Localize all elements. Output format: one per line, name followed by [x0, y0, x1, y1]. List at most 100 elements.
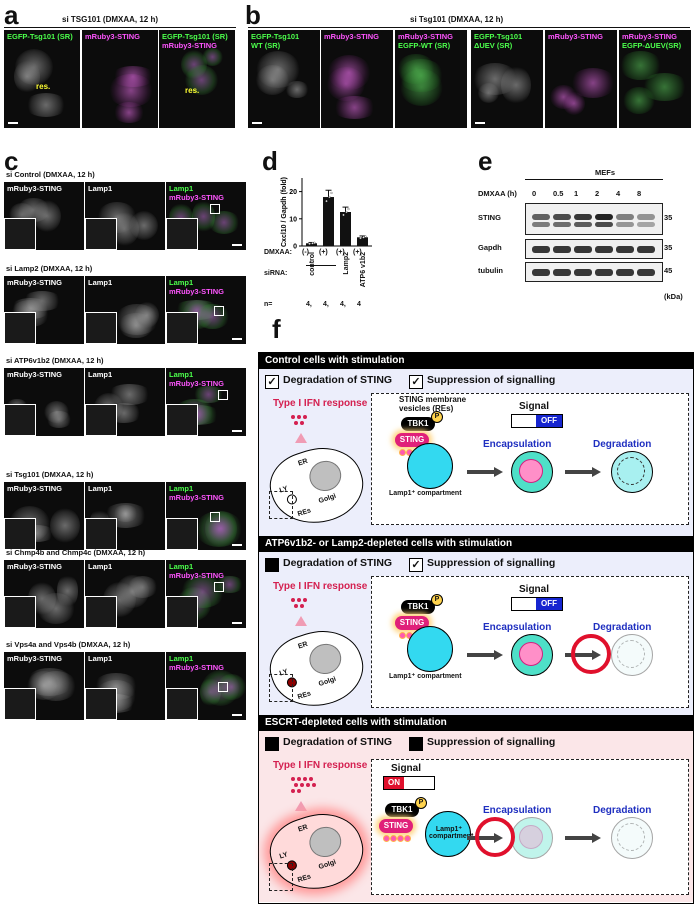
e-blot — [525, 262, 663, 282]
d-bar — [323, 197, 334, 246]
check-icon: ✓ — [409, 375, 423, 389]
golgi-label: Golgi — [317, 492, 338, 505]
zoom-box — [214, 306, 224, 316]
cell-blob — [106, 383, 152, 405]
cell-blob — [135, 302, 160, 328]
d-y-tick-label: 10 — [289, 216, 297, 223]
compartment-label: Lamp1⁺ compartment — [429, 826, 474, 840]
res-label: REs — [296, 507, 313, 519]
tile-label: mRuby3-STING — [622, 32, 678, 41]
d-point — [328, 195, 331, 199]
cell-blob — [332, 95, 378, 120]
e-band — [553, 245, 571, 253]
ifn-dot — [291, 789, 295, 793]
cell-blob — [194, 303, 231, 329]
f-section-header-text: ESCRT-depleted cells with stimulation — [265, 717, 447, 728]
e-band — [574, 245, 592, 253]
scale-bar — [232, 544, 242, 546]
signal-label: Signal — [519, 584, 550, 595]
tbk1-badge: TBK1 — [401, 417, 435, 431]
tile-label: mRuby3-STING — [85, 32, 141, 41]
f-suppression-label: Suppression of signalling — [427, 557, 556, 569]
e-band — [553, 268, 571, 276]
tile-label: mRuby3-STING — [7, 484, 63, 493]
golgi-label: Golgi — [317, 858, 338, 871]
tile-label-2: mRuby3-STING — [169, 193, 225, 202]
f-degradation-label: Degradation of STING — [283, 736, 393, 748]
panel-c-tile: Lamp1 — [85, 482, 165, 550]
tile-label-2: mRuby3-STING — [169, 571, 225, 580]
tile-label: Lamp1 — [169, 370, 194, 379]
inset-image — [166, 312, 198, 344]
phospho-icon: P — [415, 797, 427, 809]
inset-image — [85, 404, 117, 436]
res-label: REs — [296, 873, 313, 885]
panel-c-row-title: si Vps4a and Vps4b (DMXAA, 12 h) — [6, 640, 131, 649]
e-row-label: STING — [478, 213, 501, 222]
pink-arrow-icon — [295, 616, 307, 626]
e-dmxaa-label: DMXAA (h) — [478, 189, 517, 198]
d-point — [347, 207, 350, 211]
cell-blob — [398, 58, 444, 93]
ifn-dot — [303, 777, 307, 781]
tile-label: mRuby3-STING — [398, 32, 454, 41]
no-entry-icon — [475, 817, 515, 857]
filled-box-icon — [409, 737, 423, 751]
ifn-dot — [303, 415, 307, 419]
encapsulation-label: Encapsulation — [483, 439, 552, 450]
scale-bar — [232, 244, 242, 246]
zoom-box — [214, 582, 224, 592]
inset-image — [85, 218, 117, 250]
panel-a-caption: si TSG101 (DMXAA, 12 h) — [62, 15, 159, 24]
sting-badge: STING — [379, 819, 413, 833]
ifn-dot — [300, 604, 304, 608]
e-mw-label: 35 — [664, 243, 673, 252]
e-blot — [525, 239, 663, 259]
zoom-box — [210, 204, 220, 214]
cell-blob — [115, 575, 149, 608]
e-row-label: tubulin — [478, 266, 503, 275]
f-section: ATP6v1b2- or Lamp2-depleted cells with s… — [259, 536, 693, 719]
tile-label: Lamp1 — [169, 184, 194, 193]
zoom-box — [269, 863, 293, 891]
d-sirna-value: ATP6 v1b2 — [360, 252, 367, 288]
d-y-label: Cxcl10 / Gapdh (fold) — [281, 177, 288, 247]
cell-blob — [256, 50, 301, 89]
panel-c-tile: Lamp1 — [85, 276, 165, 344]
e-blot — [525, 203, 663, 235]
signal-off: OFF — [536, 415, 562, 427]
f-suppression-label: Suppression of signalling — [427, 736, 556, 748]
e-time-label: 1 — [574, 189, 579, 198]
e-band-lower — [553, 222, 571, 227]
sting-badge: STING — [395, 433, 429, 447]
e-band — [595, 268, 613, 276]
d-y-tick-label: 0 — [293, 244, 297, 251]
scale-bar — [232, 714, 242, 716]
e-band — [532, 245, 550, 253]
tile-label: mRuby3-STING — [7, 654, 63, 663]
zoom-box — [218, 682, 228, 692]
d-dmxaa-value: (+) — [336, 249, 345, 256]
tile-label: EGFP-Tsg101 (SR) — [7, 32, 73, 41]
check-icon: ✓ — [409, 558, 423, 572]
d-point — [308, 242, 311, 245]
res-label: res. — [185, 86, 200, 95]
tile-label: Lamp1 — [88, 278, 113, 287]
e-band — [532, 268, 550, 276]
panel-c-label: c — [4, 146, 19, 176]
panel-a-tile: EGFP-Tsg101 (SR)res. — [4, 30, 80, 128]
encapsulation-label: Encapsulation — [483, 622, 552, 633]
ifn-dot — [294, 421, 298, 425]
panel-c-tile: mRuby3-STING — [4, 560, 84, 628]
arrow-right-icon — [467, 467, 503, 477]
e-mw-label: 45 — [664, 266, 673, 275]
ifn-dot — [291, 777, 295, 781]
cell-blob — [56, 574, 79, 608]
cell-blob — [32, 200, 62, 233]
lamp1-compartment — [407, 443, 453, 489]
vesicle-dot — [404, 835, 411, 842]
tile-label-2: mRuby3-STING — [162, 41, 218, 50]
d-dmxaa-value: (+) — [353, 249, 362, 256]
cell-blob — [44, 400, 70, 423]
